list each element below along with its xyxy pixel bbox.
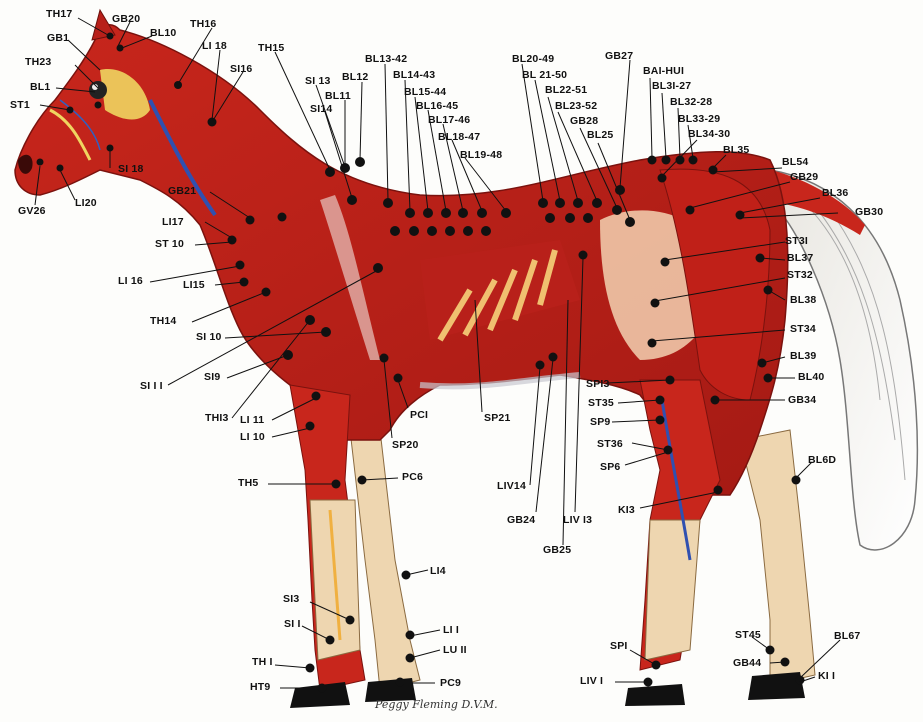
label-bl14-43: BL14-43 xyxy=(393,70,435,81)
label-si14: SI14 xyxy=(310,104,332,115)
label-bl60: BL6D xyxy=(808,455,836,466)
label-bl32-28: BL32-28 xyxy=(670,97,712,108)
label-liv14: LIV14 xyxy=(497,481,526,492)
label-st35: ST35 xyxy=(588,398,614,409)
label-li20: LI20 xyxy=(75,198,97,209)
label-gb25: GB25 xyxy=(543,545,571,556)
label-bl34-30: BL34-30 xyxy=(688,129,730,140)
label-st32: ST32 xyxy=(787,270,813,281)
label-gb29: GB29 xyxy=(790,172,818,183)
label-sp13: SPI3 xyxy=(586,379,610,390)
label-th16: TH16 xyxy=(190,19,216,30)
label-bl38: BL38 xyxy=(790,295,816,306)
label-gb24: GB24 xyxy=(507,515,535,526)
label-bl19-48: BL19-48 xyxy=(460,150,502,161)
label-bl40: BL40 xyxy=(798,372,824,383)
label-bl31-27: BL3I-27 xyxy=(652,81,691,92)
label-st45: ST45 xyxy=(735,630,761,641)
label-li10: LI 10 xyxy=(240,432,265,443)
label-si10: SI 10 xyxy=(196,332,222,343)
label-si18: SI 18 xyxy=(118,164,144,175)
label-bl11: BL11 xyxy=(325,91,351,102)
label-bl21-50: BL 21-50 xyxy=(522,70,567,81)
far-hindleg xyxy=(740,430,815,685)
label-bl23-52: BL23-52 xyxy=(555,101,597,112)
label-bl16-45: BL16-45 xyxy=(416,101,458,112)
label-bl20-49: BL20-49 xyxy=(512,54,554,65)
label-pc1: PCI xyxy=(410,410,428,421)
hoof-near-hind xyxy=(625,684,685,706)
label-gb44: GB44 xyxy=(733,658,761,669)
label-bl54: BL54 xyxy=(782,157,808,168)
label-gb21: GB21 xyxy=(168,186,196,197)
label-bl10: BL10 xyxy=(150,28,176,39)
label-gb34: GB34 xyxy=(788,395,816,406)
label-si13: SI 13 xyxy=(305,76,331,87)
label-li4: LI4 xyxy=(430,566,446,577)
label-bl36: BL36 xyxy=(822,188,848,199)
label-bl17-46: BL17-46 xyxy=(428,115,470,126)
label-si1: SI I xyxy=(284,619,301,630)
label-bl22-51: BL22-51 xyxy=(545,85,587,96)
label-ki3: KI3 xyxy=(618,505,635,516)
label-bl37: BL37 xyxy=(787,253,813,264)
label-li1: LI I xyxy=(443,625,459,636)
label-liv13: LIV I3 xyxy=(563,515,592,526)
label-bl67: BL67 xyxy=(834,631,860,642)
label-bl18-47: BL18-47 xyxy=(438,132,480,143)
label-gb20: GB20 xyxy=(112,14,140,25)
label-th23: TH23 xyxy=(25,57,51,68)
label-pc9: PC9 xyxy=(440,678,461,689)
hoof-far-hind xyxy=(748,672,805,700)
label-si3: SI3 xyxy=(283,594,299,605)
label-li17: LI17 xyxy=(162,217,184,228)
label-st36: ST36 xyxy=(597,439,623,450)
label-bl35: BL35 xyxy=(723,145,749,156)
label-gv26: GV26 xyxy=(18,206,46,217)
label-li18: LI 18 xyxy=(202,41,227,52)
label-sp20: SP20 xyxy=(392,440,419,451)
label-ht9: HT9 xyxy=(250,682,270,693)
label-st34: ST34 xyxy=(790,324,816,335)
label-li11: LI 11 xyxy=(240,415,264,426)
artist-signature: Peggy Fleming D.V.M. xyxy=(375,698,498,711)
label-bl33-29: BL33-29 xyxy=(678,114,720,125)
label-bl1: BL1 xyxy=(30,82,50,93)
label-bl12: BL12 xyxy=(342,72,368,83)
label-gb27: GB27 xyxy=(605,51,633,62)
eye xyxy=(89,81,107,99)
label-sp21: SP21 xyxy=(484,413,511,424)
label-bl39: BL39 xyxy=(790,351,816,362)
label-ki1: KI I xyxy=(818,671,835,682)
label-bl15-44: BL15-44 xyxy=(404,87,446,98)
label-gb28: GB28 xyxy=(570,116,598,127)
label-th13: THI3 xyxy=(205,413,229,424)
label-th15: TH15 xyxy=(258,43,284,54)
label-lu11: LU II xyxy=(443,645,467,656)
label-gb30: GB30 xyxy=(855,207,883,218)
label-th17: TH17 xyxy=(46,9,72,20)
label-si11: SI I I xyxy=(140,381,163,392)
label-gb1: GB1 xyxy=(47,33,69,44)
label-sp1: SPI xyxy=(610,641,628,652)
label-si16: SI16 xyxy=(230,64,252,75)
label-th5: TH5 xyxy=(238,478,258,489)
label-li15: LI15 xyxy=(183,280,205,291)
label-li16: LI 16 xyxy=(118,276,143,287)
label-bl25: BL25 xyxy=(587,130,613,141)
label-th14: TH14 xyxy=(150,316,176,327)
label-si9: SI9 xyxy=(204,372,220,383)
label-sp6: SP6 xyxy=(600,462,620,473)
label-sp9: SP9 xyxy=(590,417,610,428)
label-th1: TH I xyxy=(252,657,273,668)
label-pc6: PC6 xyxy=(402,472,423,483)
label-st31: ST3I xyxy=(785,236,808,247)
label-liv1: LIV I xyxy=(580,676,603,687)
label-st10: ST 10 xyxy=(155,239,184,250)
label-st1: ST1 xyxy=(10,100,30,111)
label-bl13-42: BL13-42 xyxy=(365,54,407,65)
label-bai-hui: BAI-HUI xyxy=(643,66,684,77)
